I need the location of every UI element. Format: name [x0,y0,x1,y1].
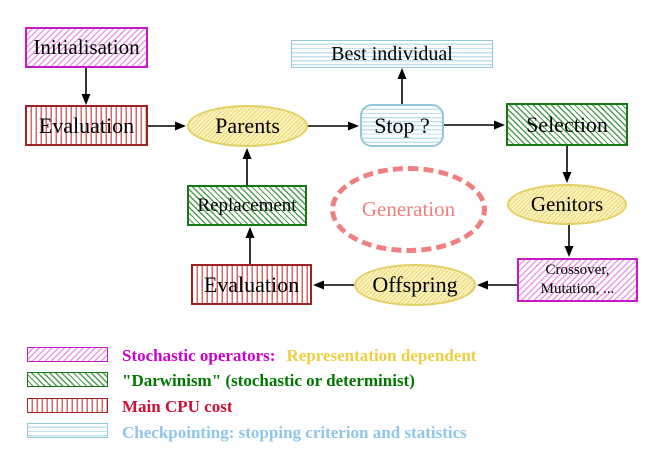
crossover-line2: Mutation, ... [540,281,615,297]
arrow-genitors-to-crossover [564,225,574,257]
legend-label-checkpointing: Checkpointing: stopping criterion and st… [122,423,467,442]
generation-loop-ellipse: Generation [330,166,487,253]
node-initialisation: Initialisation [25,27,148,68]
node-selection: Selection [506,103,628,146]
legend-swatch-stochastic-operators [27,347,108,362]
node-evaluation-bottom: Evaluation [191,264,312,305]
crossover-line1: Crossover, [545,261,610,278]
arrow-parents-to-stop [307,121,359,131]
arrow-stop-to-best-individual [397,68,407,104]
arrow-crossover-to-offspring [477,280,517,290]
node-crossover-mutation: Crossover, Mutation, ... [517,258,638,302]
node-best-individual: Best individual [291,40,493,68]
arrow-evaluation-to-parents [148,121,186,131]
legend-label-main-cpu-cost: Main CPU cost [122,397,233,416]
node-replacement: Replacement [187,185,307,226]
legend-text-representation-dependent: Representation dependent [286,346,477,365]
legend-swatch-checkpointing [27,423,108,438]
arrow-offspring-to-evaluation [313,280,354,290]
legend-swatch-main-cpu-cost [27,398,108,413]
legend-swatch-darwinism [27,372,108,387]
node-genitors: Genitors [507,184,627,225]
arrow-initialisation-to-evaluation [81,67,91,105]
legend-label-stochastic-operators: Stochastic operators: Representation depe… [122,347,476,364]
arrow-evaluation-to-replacement [245,227,255,264]
node-parents: Parents [187,105,308,147]
arrow-selection-to-genitors [562,146,572,183]
arrow-stop-to-selection [444,120,505,130]
arrow-replacement-to-parents [242,148,252,185]
legend-text-stochastic: Stochastic operators: [122,346,276,365]
node-offspring: Offspring [354,264,476,306]
legend-label-darwinism: "Darwinism" (stochastic or determinist) [122,371,415,390]
node-evaluation-top: Evaluation [25,105,148,146]
node-stop-decision: Stop ? [360,104,444,147]
